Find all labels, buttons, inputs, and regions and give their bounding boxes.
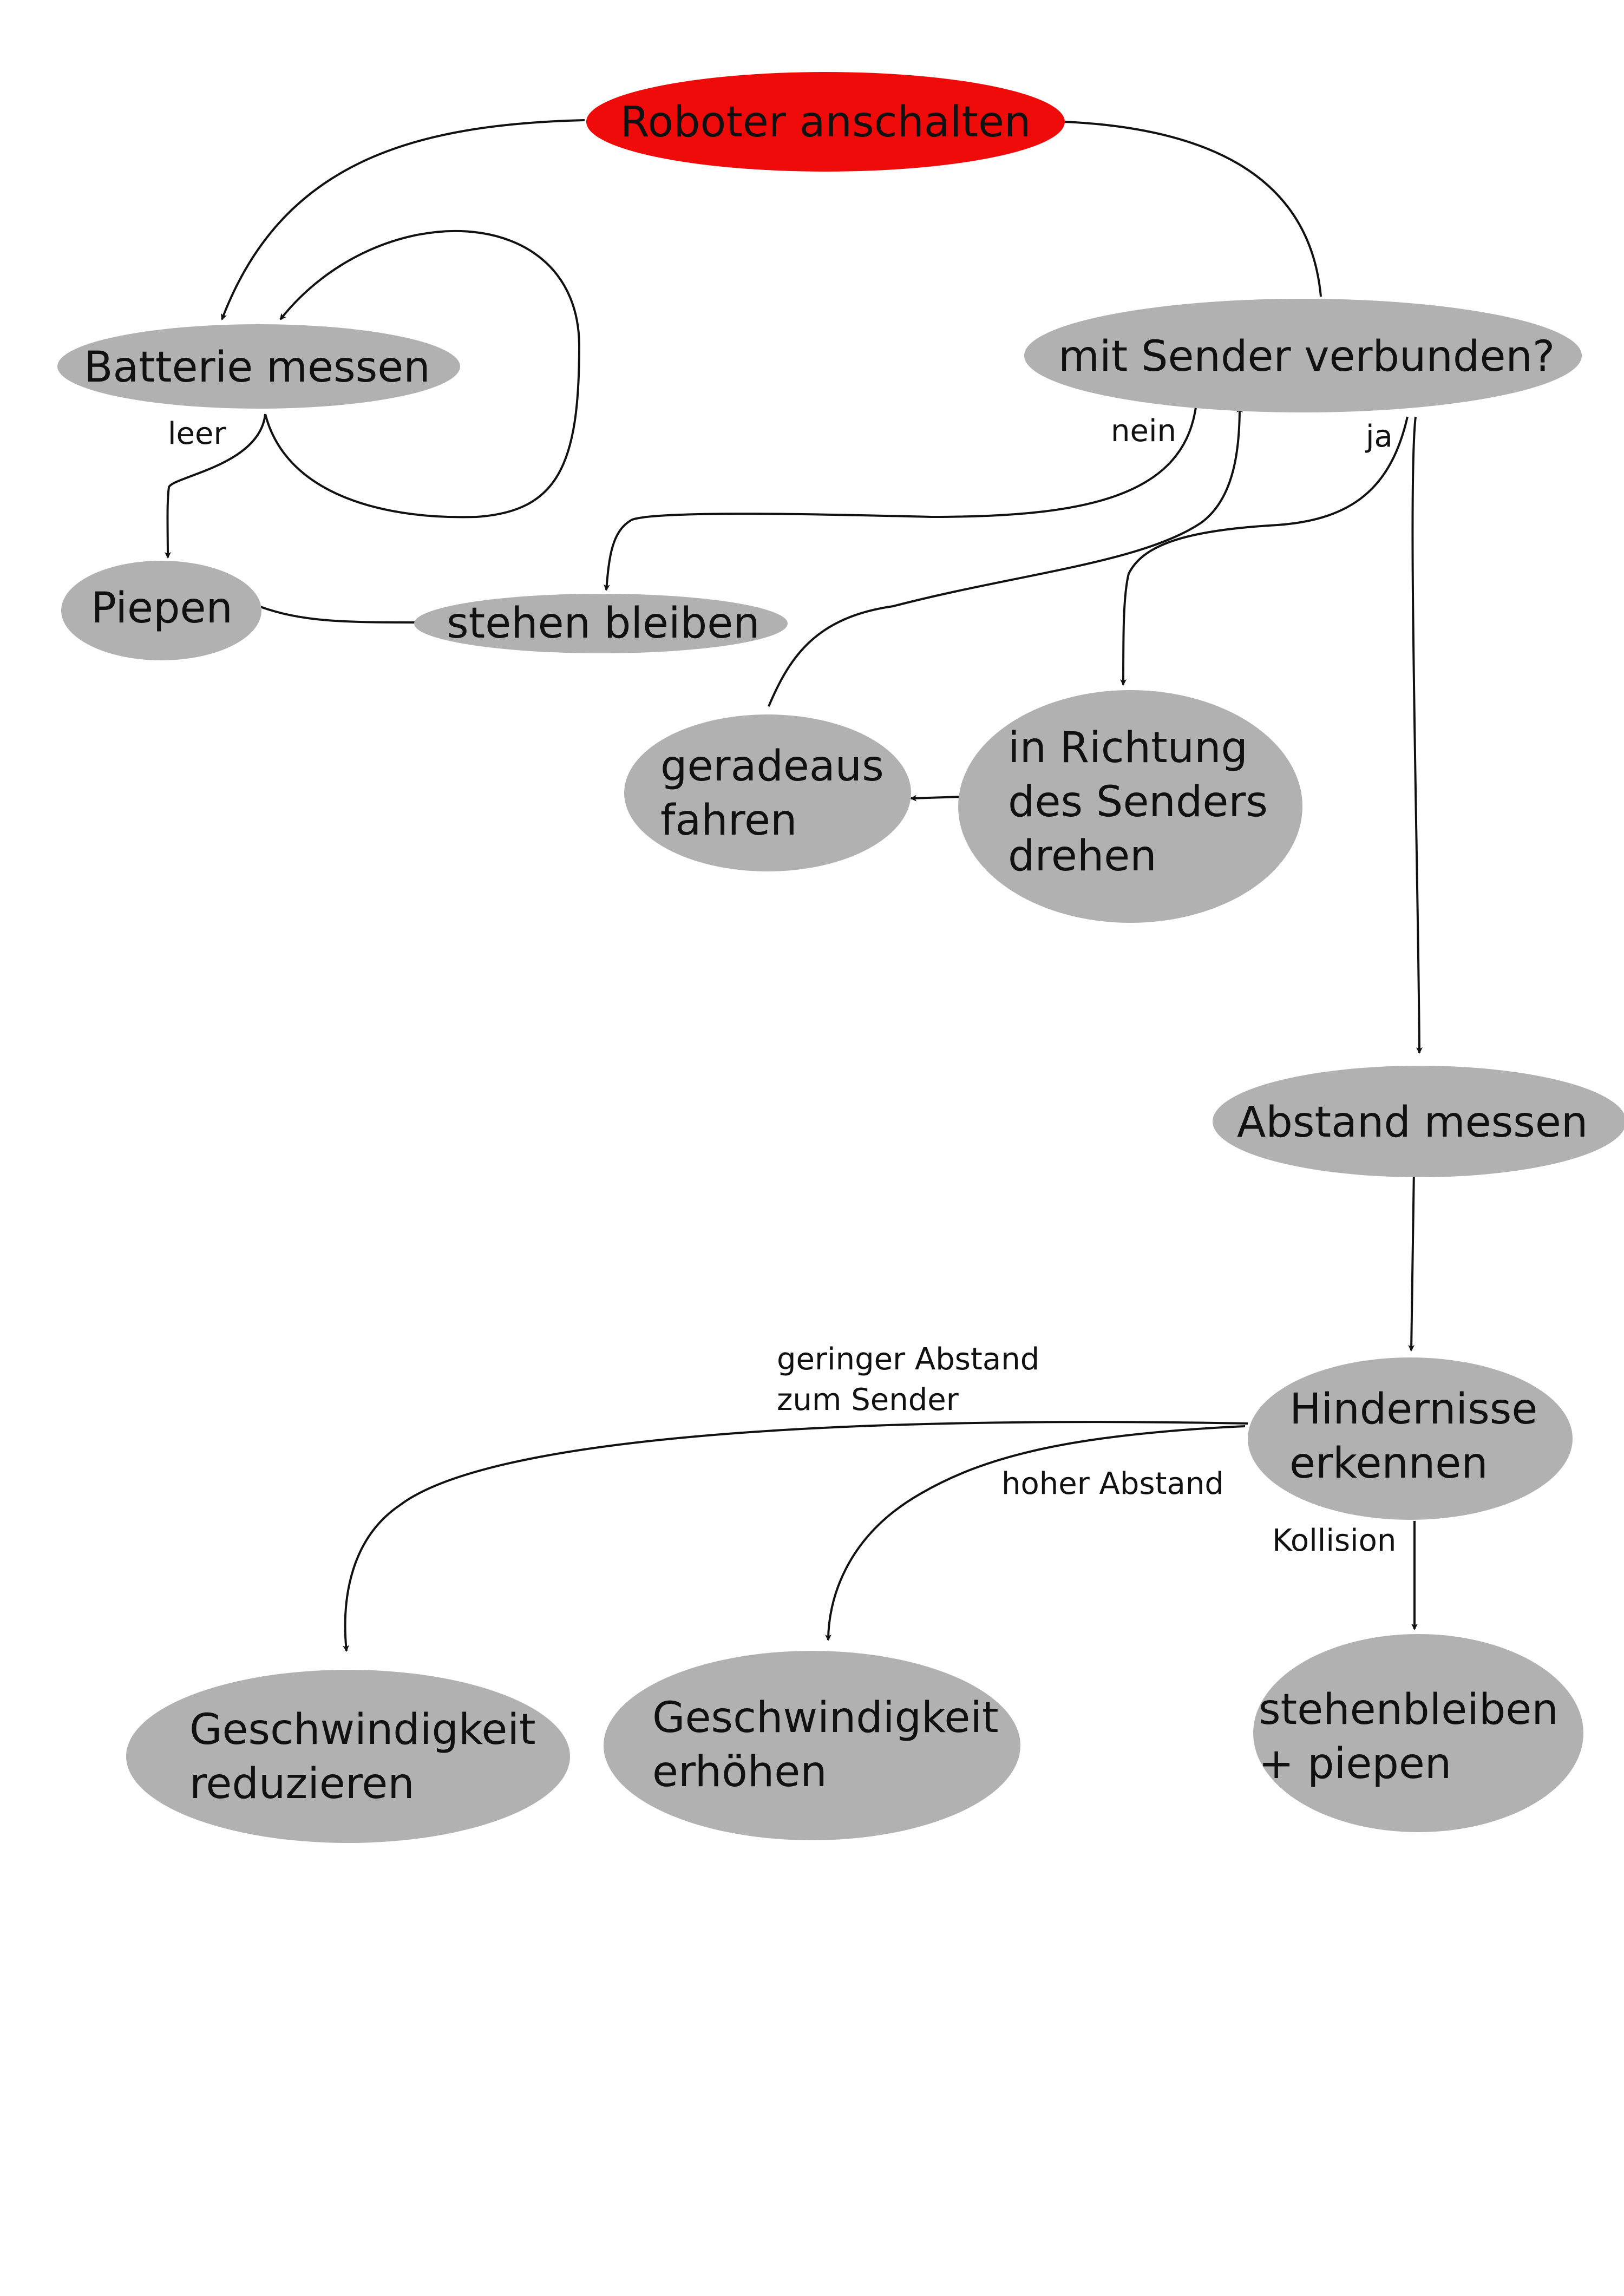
- node-stop: stehen bleiben: [414, 594, 788, 653]
- node-connected-label: mit Sender verbunden?: [1058, 332, 1555, 381]
- node-turn-label-line-2: des Senders: [1008, 778, 1268, 826]
- node-obstacles-label-line-1: Hindernisse: [1289, 1385, 1537, 1434]
- node-stop-beep-shape: [1253, 1634, 1583, 1832]
- node-faster-label-line-2: erhöhen: [652, 1748, 827, 1796]
- label-nein: nein: [1111, 414, 1176, 449]
- node-turn: in Richtung des Senders drehen: [958, 690, 1302, 923]
- node-obstacles-label-line-2: erkennen: [1289, 1439, 1488, 1488]
- edge-start-to-battery: [220, 119, 585, 320]
- node-beep-label: Piepen: [91, 584, 233, 633]
- label-collision: Kollision: [1272, 1523, 1396, 1558]
- edge-turn-to-straight: [910, 795, 963, 802]
- node-stop-label: stehen bleiben: [447, 599, 760, 648]
- node-distance: Abstand messen: [1213, 1066, 1624, 1177]
- node-faster-shape: [604, 1651, 1020, 1840]
- node-obstacles: Hindernisse erkennen: [1248, 1357, 1573, 1520]
- label-low-distance-line-2: zum Sender: [777, 1382, 959, 1418]
- edge-beep-to-stop: [258, 605, 429, 626]
- node-distance-shape: [1213, 1066, 1624, 1177]
- node-faster: Geschwindigkeit erhöhen: [604, 1651, 1020, 1840]
- edge-labels: leer nein ja geringer Abstand zum Sender…: [168, 414, 1396, 1558]
- node-start: Roboter anschalten: [586, 72, 1065, 172]
- node-battery-label: Batterie messen: [84, 343, 430, 392]
- edge-connected-to-stop: [603, 403, 1197, 591]
- node-beep: Piepen: [61, 561, 261, 660]
- edge-distance-to-obstacles: [1408, 1169, 1415, 1352]
- label-leer: leer: [168, 416, 226, 451]
- node-start-shape: [586, 72, 1065, 172]
- edges: [164, 119, 1423, 1652]
- edge-connected-to-turn: [1120, 416, 1409, 686]
- edge-battery-to-beep: [164, 414, 266, 559]
- node-turn-shape: [958, 690, 1302, 923]
- node-straight-label-line-2: fahren: [660, 796, 797, 845]
- node-distance-label: Abstand messen: [1237, 1098, 1588, 1147]
- node-straight: geradeaus fahren: [624, 714, 911, 871]
- node-connected-shape: [1024, 299, 1582, 412]
- edge-connected-to-distance: [1411, 416, 1423, 1054]
- edge-obstacles-to-faster: [825, 1425, 1246, 1641]
- node-slower-label-line-1: Geschwindigkeit: [189, 1705, 536, 1754]
- node-straight-shape: [624, 714, 911, 871]
- node-slower: Geschwindigkeit reduzieren: [126, 1670, 570, 1843]
- node-start-label: Roboter anschalten: [620, 98, 1031, 147]
- node-stop-shape: [414, 594, 788, 653]
- node-stop-beep-label-line-1: stehenbleiben: [1259, 1685, 1558, 1734]
- node-stop-beep-label-line-2: + piepen: [1259, 1740, 1451, 1788]
- node-turn-label-line-3: drehen: [1008, 832, 1157, 881]
- label-low-distance-line-1: geringer Abstand: [777, 1342, 1039, 1377]
- node-beep-shape: [61, 561, 261, 660]
- label-ja: ja: [1365, 419, 1393, 454]
- node-turn-label-line-1: in Richtung: [1008, 724, 1248, 772]
- label-high-distance: hoher Abstand: [1001, 1466, 1224, 1501]
- node-slower-label-line-2: reduzieren: [189, 1760, 415, 1808]
- node-connected: mit Sender verbunden?: [1024, 299, 1582, 412]
- node-straight-label-line-1: geradeaus: [660, 742, 884, 791]
- node-slower-shape: [126, 1670, 570, 1843]
- node-faster-label-line-1: Geschwindigkeit: [652, 1694, 999, 1742]
- node-obstacles-shape: [1248, 1357, 1573, 1520]
- node-battery-shape: [57, 324, 460, 409]
- node-battery: Batterie messen: [57, 324, 460, 409]
- edge-obstacles-to-slower: [343, 1421, 1248, 1652]
- edge-battery-loop: [264, 229, 581, 519]
- edge-straight-to-connected: [768, 406, 1243, 707]
- edge-start-to-connected: [1050, 120, 1322, 297]
- node-stop-beep: stehenbleiben + piepen: [1253, 1634, 1583, 1832]
